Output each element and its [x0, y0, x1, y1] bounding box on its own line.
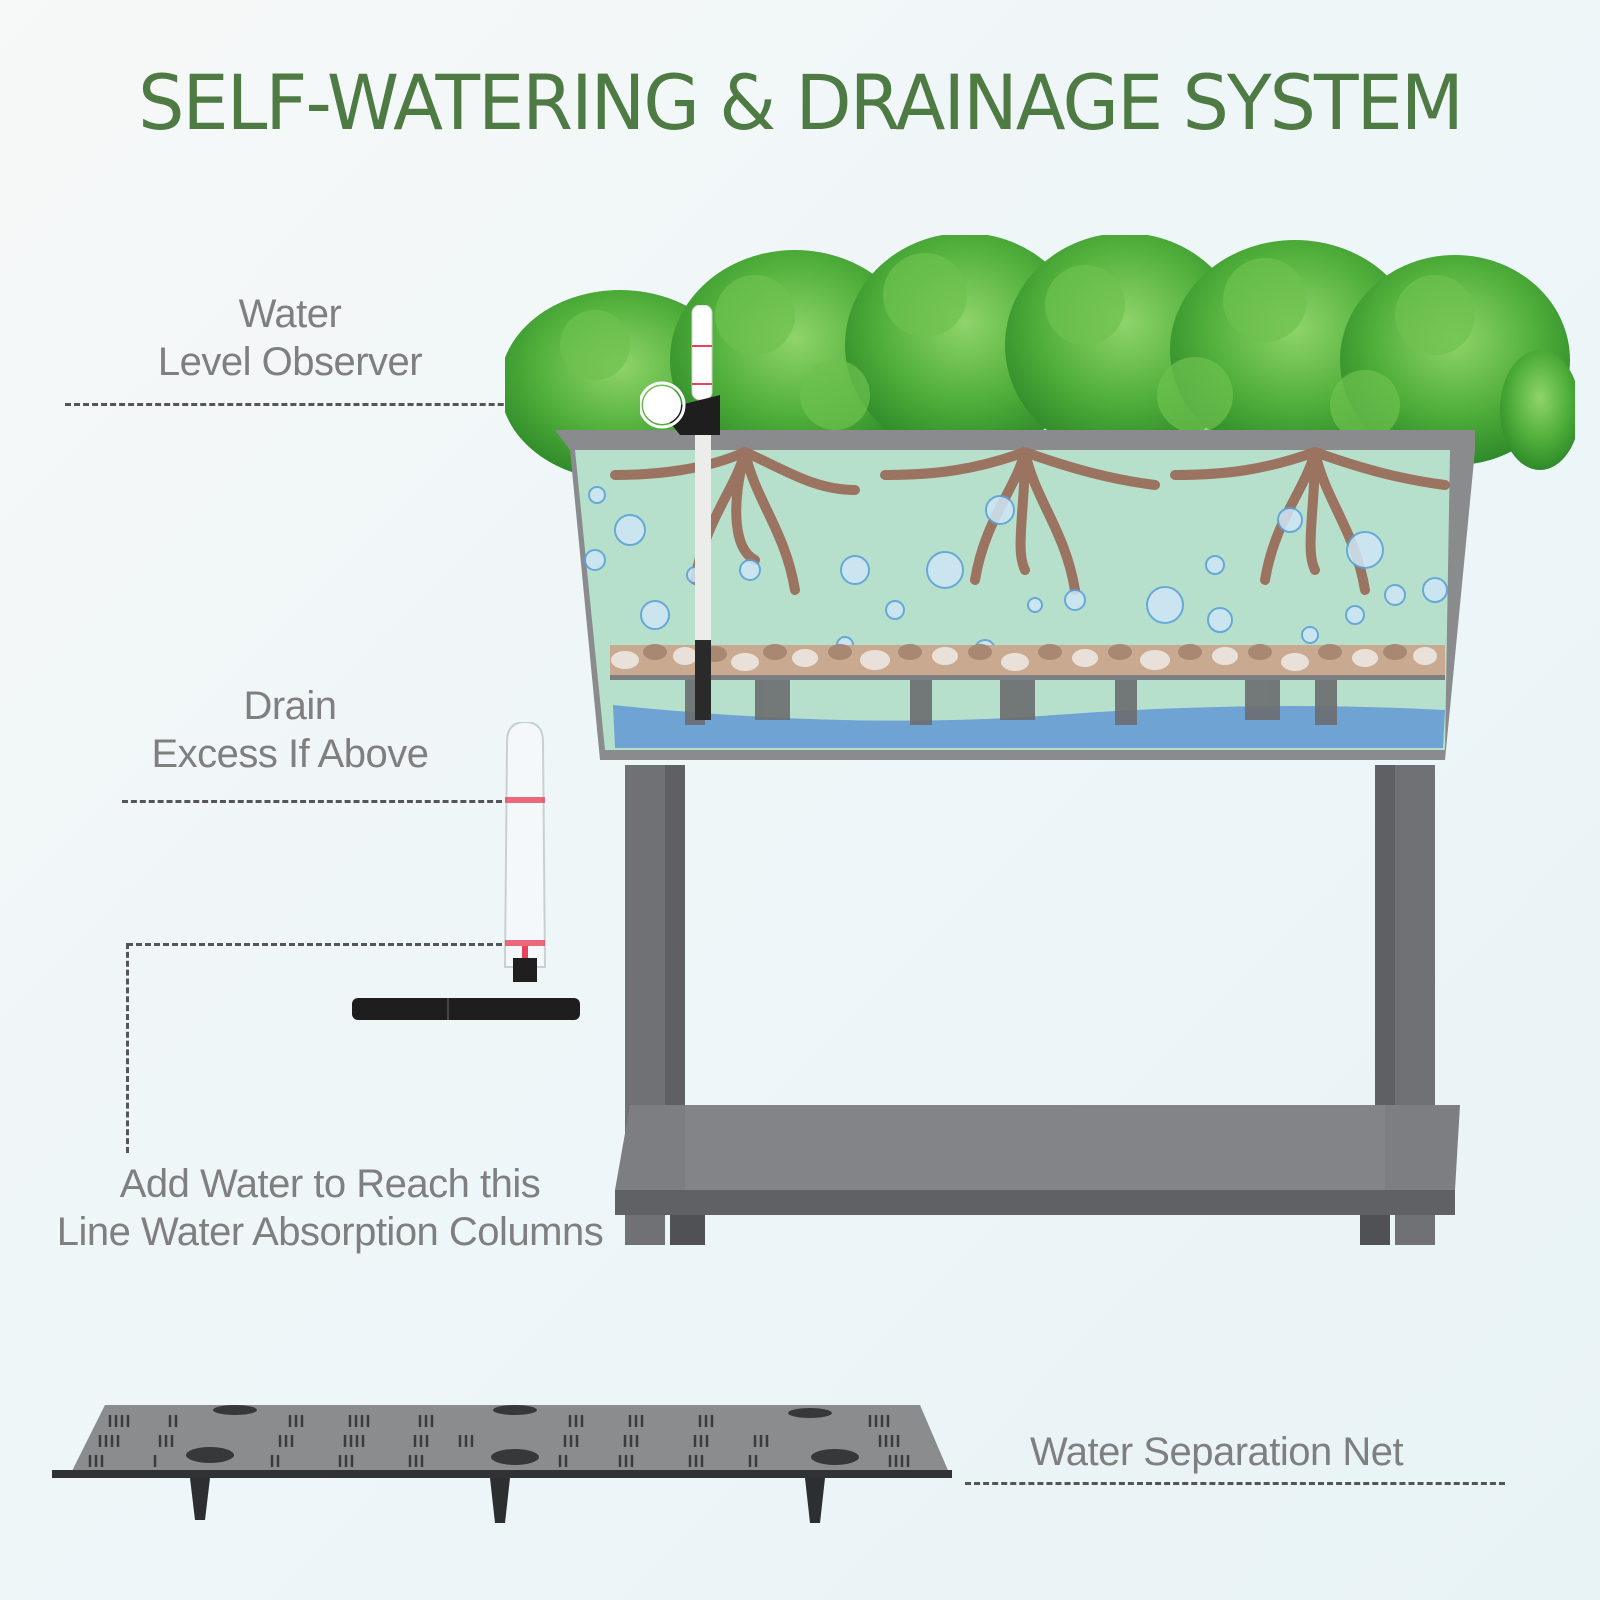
planter-stand [615, 765, 1460, 1245]
planter-cross-section [555, 430, 1475, 760]
fill-leader-vertical [126, 943, 129, 1153]
callout-line-2: Excess If Above [151, 732, 429, 776]
drain-leader-line [122, 800, 502, 803]
page-title: SELF-WATERING & DRAINAGE SYSTEM [138, 58, 1464, 147]
callout-line-1: Add Water to Reach this [119, 1162, 541, 1206]
callout-water-level-observer: Water Level Observer [90, 290, 490, 386]
drain-indicator-tube [503, 722, 547, 982]
callout-line-1: Drain [243, 684, 337, 728]
water-separation-net [52, 1405, 952, 1523]
callout-add-water: Add Water to Reach this Line Water Absor… [30, 1160, 630, 1256]
water-level-observer-icon [640, 305, 720, 720]
callout-line-1: Water [238, 292, 342, 336]
callout-drain-excess: Drain Excess If Above [90, 682, 490, 778]
callout-line-2: Line Water Absorption Columns [56, 1210, 604, 1254]
observer-leader-line [65, 403, 675, 406]
fill-leader-line [127, 943, 502, 946]
callout-line-2: Level Observer [157, 340, 423, 384]
net-leader-line [965, 1482, 1505, 1485]
lettuce-illustration [505, 235, 1575, 475]
callout-separation-net: Water Separation Net [1030, 1428, 1500, 1476]
drain-tube-base [352, 998, 580, 1020]
callout-line-1: Water Separation Net [1030, 1430, 1404, 1474]
